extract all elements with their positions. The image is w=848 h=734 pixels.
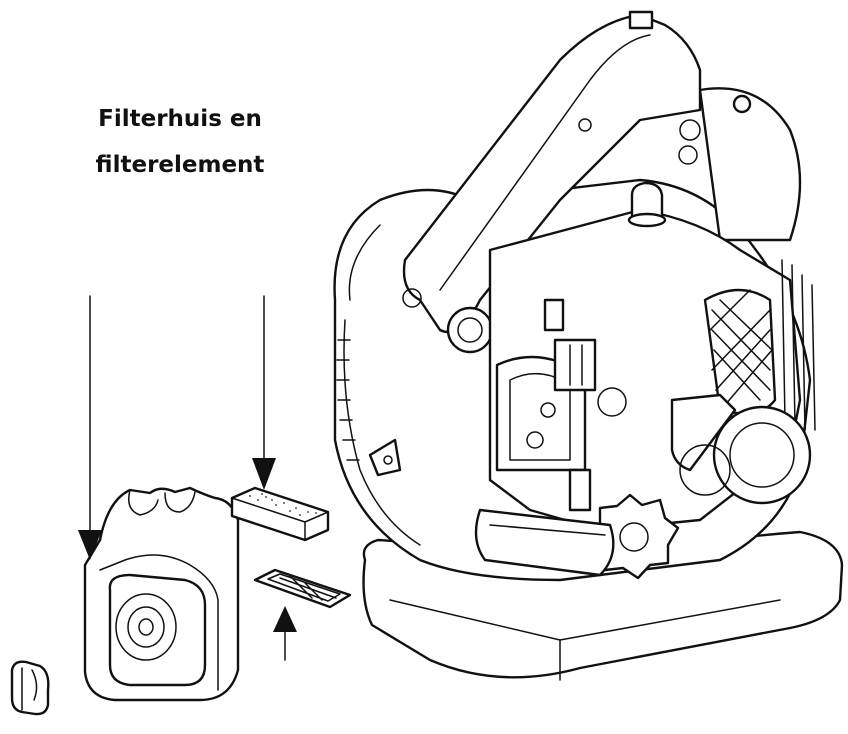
foam-filter-element — [230, 486, 330, 542]
carburettor-opening — [495, 298, 627, 512]
filter-cap-piece — [10, 660, 50, 716]
arrow-to-mesh-plate — [273, 606, 297, 661]
label-line-1: Filterhuis en — [98, 106, 262, 132]
filter-mesh-plate — [253, 568, 352, 609]
arrow-to-housing — [78, 295, 102, 560]
arrow-to-foam-filter — [252, 295, 276, 490]
starter-housing — [670, 393, 812, 505]
filter-housing-label: Filterhuis en filterelement — [60, 96, 300, 188]
filter-housing — [83, 486, 240, 702]
label-line-2: filterelement — [95, 152, 265, 178]
leaf-blower-engine — [333, 10, 844, 681]
air-intake-grille — [703, 259, 816, 431]
